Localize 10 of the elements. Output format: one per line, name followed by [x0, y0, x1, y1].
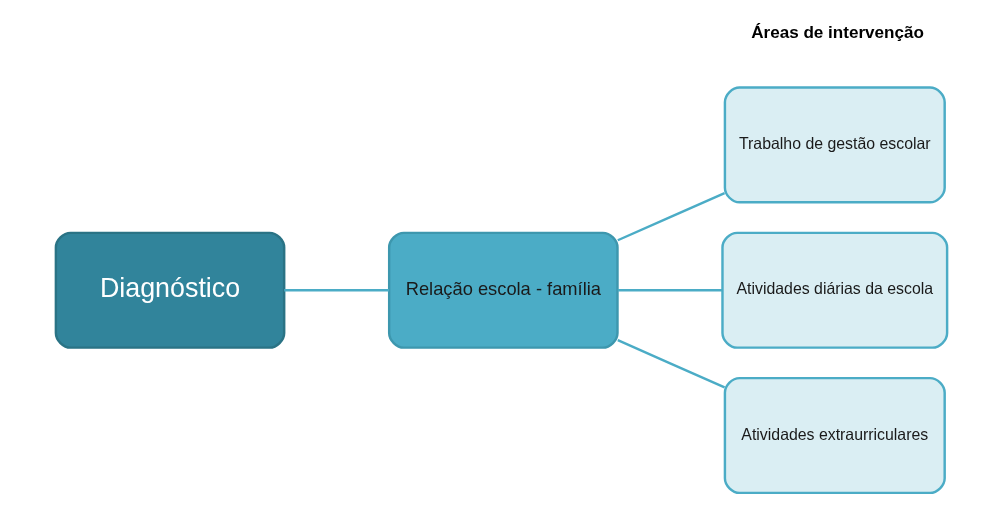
node-box: Relação escola - família — [387, 231, 619, 349]
label: Áreas de intervenção — [751, 23, 924, 43]
connector — [617, 191, 726, 242]
connector — [617, 289, 723, 292]
node-box: Diagnóstico — [54, 231, 286, 349]
node-box: Trabalho de gestão escolar — [723, 86, 946, 204]
connector — [617, 339, 726, 389]
connector — [284, 289, 390, 292]
node-box: Atividades diárias da escola — [721, 231, 949, 349]
node-box: Atividades extraurriculares — [723, 376, 946, 495]
